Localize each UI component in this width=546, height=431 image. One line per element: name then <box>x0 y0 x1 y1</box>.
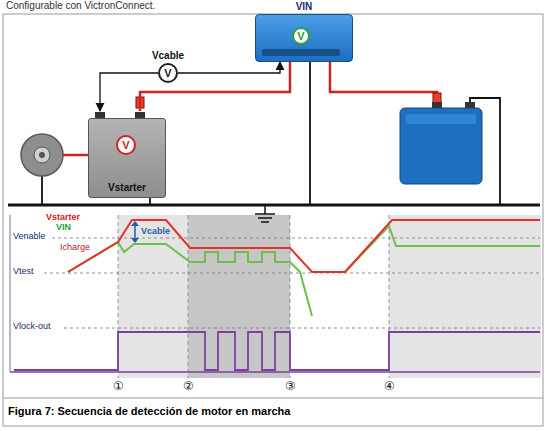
voltmeter-symbol: V <box>297 31 304 42</box>
figure-frame <box>3 14 543 426</box>
batt-node: Vstarter V <box>88 118 166 198</box>
vin-trace <box>68 226 540 316</box>
callout-number: ① <box>113 380 124 394</box>
voltage-label: Vcable <box>137 50 199 62</box>
ground-bus <box>264 205 266 214</box>
alternator <box>21 134 63 176</box>
alternator <box>39 152 45 158</box>
chart-axes <box>10 215 11 372</box>
voltmeter-node: V <box>292 27 310 45</box>
service-battery <box>400 102 482 184</box>
signal-label: Vtest <box>13 266 34 276</box>
vcable-arrow <box>131 221 139 243</box>
charger-display <box>262 49 340 56</box>
voltmeter-node: V <box>116 135 136 155</box>
ground-wires <box>42 62 500 205</box>
vcable-arrow <box>131 221 139 226</box>
threshold-lines <box>64 328 540 329</box>
signal-label: Vstarter <box>46 212 80 222</box>
lockout-trace <box>14 332 540 370</box>
battery-terminal <box>135 112 145 118</box>
figure-frame <box>3 14 543 426</box>
chart-axes <box>10 215 540 372</box>
ground-wires <box>309 62 311 205</box>
battery-label: Vstarter <box>89 182 165 193</box>
alternator-wire <box>63 154 88 157</box>
service-wire <box>330 62 441 104</box>
voltmeter-symbol: V <box>164 68 171 79</box>
ground-bus <box>255 213 275 215</box>
service-wire <box>330 62 437 104</box>
vcab-node: VcableV <box>137 50 199 82</box>
vstarter-trace <box>68 220 540 272</box>
figure-caption: Figura 7: Secuencia de detección de moto… <box>8 405 290 418</box>
vcable-arrow <box>134 225 136 239</box>
phase-lines <box>188 215 189 378</box>
power-cable <box>140 62 290 111</box>
alternator <box>21 134 63 176</box>
signal-label: Vcable <box>141 226 170 236</box>
signal-label: Icharge <box>60 242 90 252</box>
vstarter-trace <box>68 220 540 272</box>
threshold-lines <box>52 238 540 239</box>
battery-terminal <box>95 112 105 118</box>
header-note: Configurable con VictronConnect. <box>6 0 155 12</box>
service-battery <box>400 108 482 184</box>
ground-bus <box>8 204 540 207</box>
chart-axes <box>10 371 540 373</box>
voltmeter-symbol: V <box>122 140 129 151</box>
signal-label: VIN <box>56 222 71 232</box>
charger-label: VIN <box>255 1 353 13</box>
ground-wires <box>41 175 43 205</box>
alternator-wire <box>63 155 88 156</box>
signal-label: Vlock-out <box>13 321 51 331</box>
voltmeter-symbol-circle: V <box>158 63 178 83</box>
chart-shading <box>389 215 541 378</box>
service-battery <box>406 114 476 124</box>
vcable-arrow <box>131 238 139 243</box>
measurement-lead <box>178 62 280 73</box>
service-wire <box>433 93 441 103</box>
vin-trace <box>68 226 540 316</box>
callout-number: ② <box>183 380 194 394</box>
ground-bus <box>258 217 272 219</box>
alternator <box>34 147 50 163</box>
ground-wires <box>149 198 151 205</box>
ground-bus <box>261 221 269 223</box>
callout-number: ③ <box>285 380 296 394</box>
charger-node: VIN V <box>255 1 353 62</box>
signal-label: Venable <box>13 231 46 241</box>
figure-frame <box>3 398 543 399</box>
lockout-trace <box>14 332 540 370</box>
callout-number: ④ <box>384 380 395 394</box>
chart-shading <box>118 215 188 378</box>
phase-lines <box>118 215 389 378</box>
